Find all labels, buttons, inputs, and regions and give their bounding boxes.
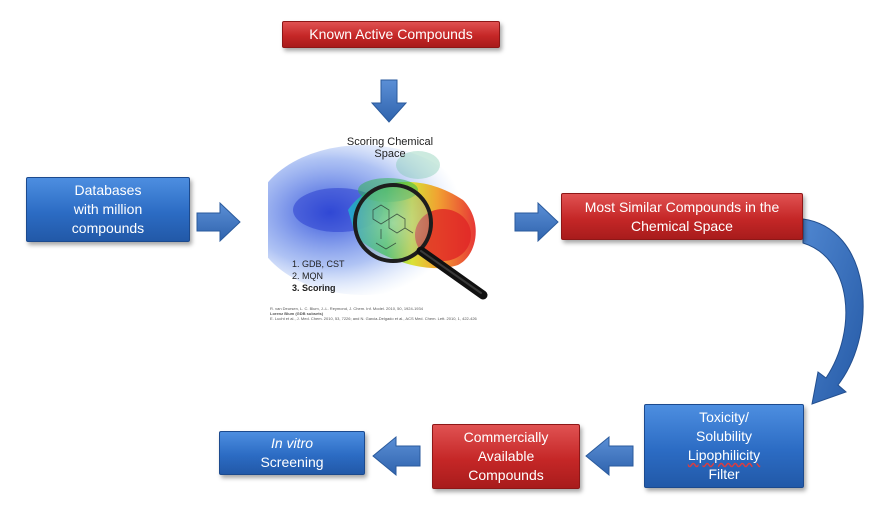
node-label: In vitro xyxy=(270,435,313,451)
node-label: Chemical Space xyxy=(631,217,733,234)
node-databases: Databases with million compounds xyxy=(26,177,190,242)
arrow-left-commercial xyxy=(372,435,421,477)
figure-reference: R. van Deursen, L. C. Blum, J.-L. Reymon… xyxy=(270,306,423,311)
node-label: compounds xyxy=(71,220,145,236)
figure-reference: Lorenz Blum (GDB subsets) xyxy=(270,311,324,316)
node-filter: Toxicity/ Solubility Lipophilicity Filte… xyxy=(644,404,804,488)
node-label: Toxicity/ xyxy=(699,409,749,425)
arrow-right-similar xyxy=(514,201,559,243)
node-label: Compounds xyxy=(468,467,544,483)
figure-references: R. van Deursen, L. C. Blum, J.-L. Reymon… xyxy=(270,306,485,321)
arrow-left-filter xyxy=(585,435,634,477)
figure-list-item: 2. MQN xyxy=(292,271,324,281)
node-commercially-available: Commercially Available Compounds xyxy=(432,424,580,489)
figure-list: 1. GDB, CST 2. MQN 3. Scoring xyxy=(292,258,345,294)
node-most-similar-compounds: Most Similar Compounds in the Chemical S… xyxy=(561,193,803,240)
arrow-curved xyxy=(802,218,864,405)
node-label: Commercially xyxy=(463,429,549,445)
arrow-down xyxy=(370,79,408,123)
figure-reference: E. Lucht et al., J. Med. Chem. 2010, 53,… xyxy=(270,316,477,321)
node-in-vitro-screening: In vitro Screening xyxy=(219,431,365,475)
node-label: Known Active Compounds xyxy=(309,26,473,42)
chemical-space-figure xyxy=(268,145,488,300)
figure-list-item: 1. GDB, CST xyxy=(292,259,345,269)
node-label: Filter xyxy=(708,466,740,482)
node-label: Most Similar Compounds in the xyxy=(584,198,780,215)
node-label: Databases xyxy=(74,182,142,198)
node-label: with million xyxy=(73,201,143,217)
node-label: Lipophilicity xyxy=(687,447,761,463)
arrow-right-databases xyxy=(196,201,241,243)
figure-list-item: 3. Scoring xyxy=(292,283,336,293)
figure-title: Scoring Chemical Space xyxy=(346,136,434,160)
node-known-active-compounds: Known Active Compounds xyxy=(282,21,500,48)
node-label: Screening xyxy=(260,454,324,470)
node-label: Solubility xyxy=(695,428,753,444)
node-label: Available xyxy=(477,448,535,464)
